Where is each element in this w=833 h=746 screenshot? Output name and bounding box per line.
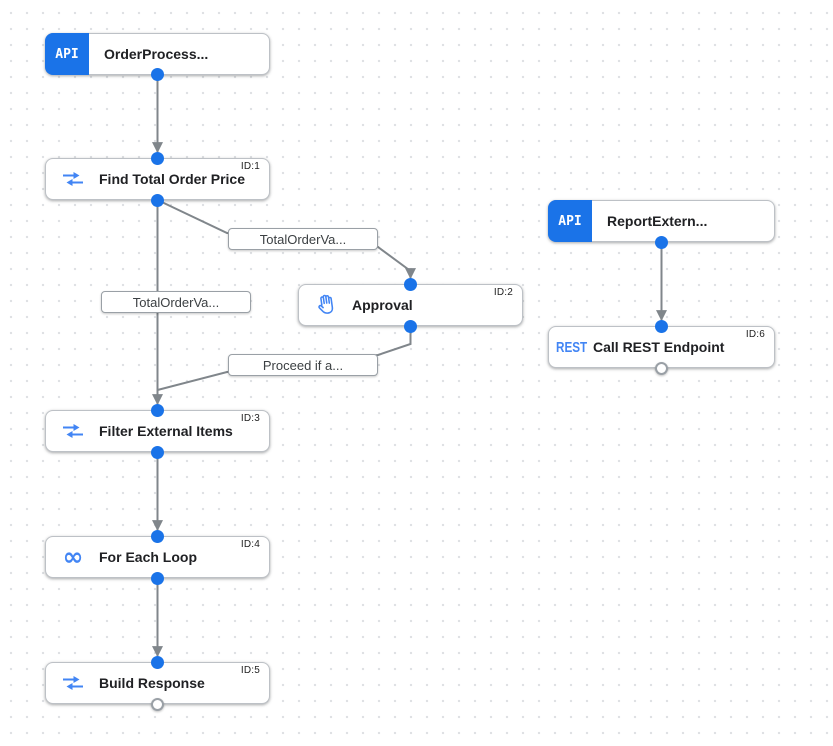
data-mapping-icon — [60, 675, 86, 691]
input-port-dot[interactable] — [151, 152, 164, 165]
node-id-label: ID:1 — [240, 161, 260, 172]
data-mapping-icon — [60, 423, 86, 439]
api-trigger-badge: API — [45, 33, 89, 75]
node-call-rest-endpoint[interactable]: ID:6 REST Call REST Endpoint — [548, 326, 775, 368]
output-port-dot[interactable] — [151, 572, 164, 585]
node-title: Filter External Items — [99, 423, 233, 439]
output-port-dot[interactable] — [151, 68, 164, 81]
edge-label-proceed-if-approved[interactable]: Proceed if a... — [228, 354, 378, 376]
node-id-label: ID:5 — [240, 665, 260, 676]
data-mapping-icon — [60, 171, 86, 187]
hand-icon — [313, 293, 339, 317]
output-port-dot[interactable] — [151, 446, 164, 459]
node-title: Call REST Endpoint — [593, 339, 725, 355]
open-output-port-dot[interactable] — [151, 698, 164, 711]
open-output-port-dot[interactable] — [655, 362, 668, 375]
output-port-dot[interactable] — [404, 320, 417, 333]
node-id-label: ID:6 — [745, 329, 765, 340]
node-id-label: ID:2 — [493, 287, 513, 298]
output-port-dot[interactable] — [151, 194, 164, 207]
node-title: For Each Loop — [99, 549, 197, 565]
node-title: OrderProcess... — [104, 46, 209, 62]
node-title: ReportExtern... — [607, 213, 708, 229]
node-approval[interactable]: ID:2 Approval — [298, 284, 523, 326]
edge-findtotal-to-approval — [157, 199, 416, 280]
node-title: Approval — [352, 297, 413, 313]
node-id-label: ID:4 — [240, 539, 260, 550]
input-port-dot[interactable] — [655, 320, 668, 333]
edge-approval-to-filter — [157, 326, 412, 391]
api-trigger-badge: API — [548, 200, 592, 242]
edge-label-total-order-value-2[interactable]: TotalOrderVa... — [101, 291, 251, 313]
node-id-label: ID:3 — [240, 413, 260, 424]
node-title: Build Response — [99, 675, 205, 691]
node-title: Find Total Order Price — [99, 171, 245, 187]
input-port-dot[interactable] — [404, 278, 417, 291]
node-build-response[interactable]: ID:5 Build Response — [45, 662, 270, 704]
edge-label-total-order-value[interactable]: TotalOrderVa... — [228, 228, 378, 250]
output-port-dot[interactable] — [655, 236, 668, 249]
node-order-process-api-trigger[interactable]: API OrderProcess... — [45, 33, 270, 75]
node-for-each-loop[interactable]: ID:4 ∞ For Each Loop — [45, 536, 270, 578]
infinity-icon: ∞ — [62, 542, 84, 571]
input-port-dot[interactable] — [151, 656, 164, 669]
input-port-dot[interactable] — [151, 530, 164, 543]
rest-icon: REST — [556, 338, 588, 356]
input-port-dot[interactable] — [151, 404, 164, 417]
